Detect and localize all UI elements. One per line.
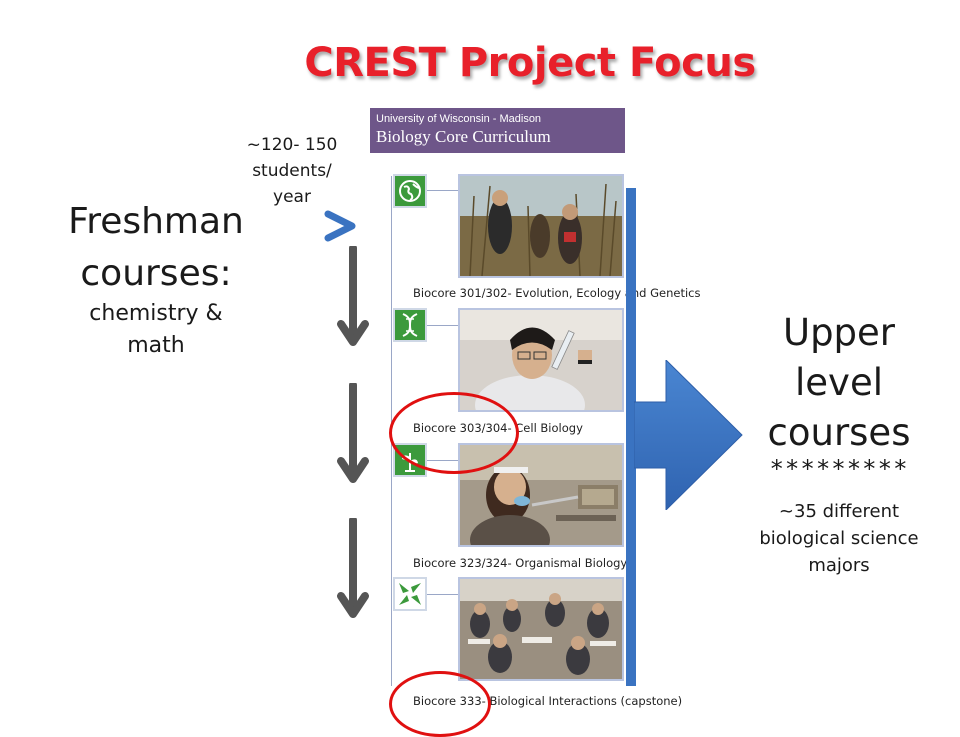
freshman-subjects: chemistry & math xyxy=(70,298,242,362)
banner-university: University of Wisconsin - Madison xyxy=(376,113,542,125)
banner-curriculum: Biology Core Curriculum xyxy=(376,127,551,146)
majors-line-1: ~35 different xyxy=(778,501,900,522)
big-right-arrow-icon xyxy=(634,360,743,510)
students-line-2: students/ xyxy=(252,161,332,181)
down-arrow-icon xyxy=(337,518,369,618)
interactions-icon xyxy=(393,577,427,611)
field-research-photo xyxy=(458,174,624,278)
majors-line-2: biological science xyxy=(759,528,919,549)
cell-biology-lab-photo xyxy=(458,308,624,412)
upper-level-heading: Upper level courses xyxy=(746,308,932,458)
slide-title: CREST Project Focus xyxy=(304,40,756,86)
blue-connector-bar xyxy=(626,188,636,686)
freshman-sub-line-1: chemistry & xyxy=(89,301,223,326)
upper-line-2: level xyxy=(795,361,883,404)
globe-icon xyxy=(393,174,427,208)
connector-line xyxy=(426,325,460,326)
students-line-1: ~120- 150 xyxy=(246,135,338,155)
dna-icon xyxy=(393,308,427,342)
connector-line xyxy=(426,594,460,595)
course-label: Biocore 301/302- Evolution, Ecology and … xyxy=(413,286,701,300)
upper-line-1: Upper xyxy=(782,311,896,354)
highlight-circle xyxy=(389,392,519,474)
freshman-line-2: courses: xyxy=(80,253,232,294)
stars-divider: ********* xyxy=(769,455,909,483)
freshman-courses-heading: Freshman courses: xyxy=(60,196,252,300)
freshman-line-1: Freshman xyxy=(68,201,244,242)
down-arrow-icon xyxy=(337,246,369,346)
freshman-sub-line-2: math xyxy=(127,333,185,358)
connector-line xyxy=(426,190,460,191)
students-per-year-text: ~120- 150 students/ year xyxy=(232,132,352,210)
classroom-photo xyxy=(458,577,624,681)
course-label: Biocore 323/324- Organismal Biology xyxy=(413,556,628,570)
biology-core-banner: University of Wisconsin - Madison Biolog… xyxy=(370,108,625,153)
down-arrow-icon xyxy=(337,383,369,483)
students-line-3: year xyxy=(273,187,311,207)
majors-text: ~35 different biological science majors xyxy=(746,498,932,579)
majors-line-3: majors xyxy=(808,555,870,576)
freshman-arrow-icon xyxy=(244,210,356,242)
highlight-circle xyxy=(389,671,491,737)
upper-line-3: courses xyxy=(767,411,911,454)
